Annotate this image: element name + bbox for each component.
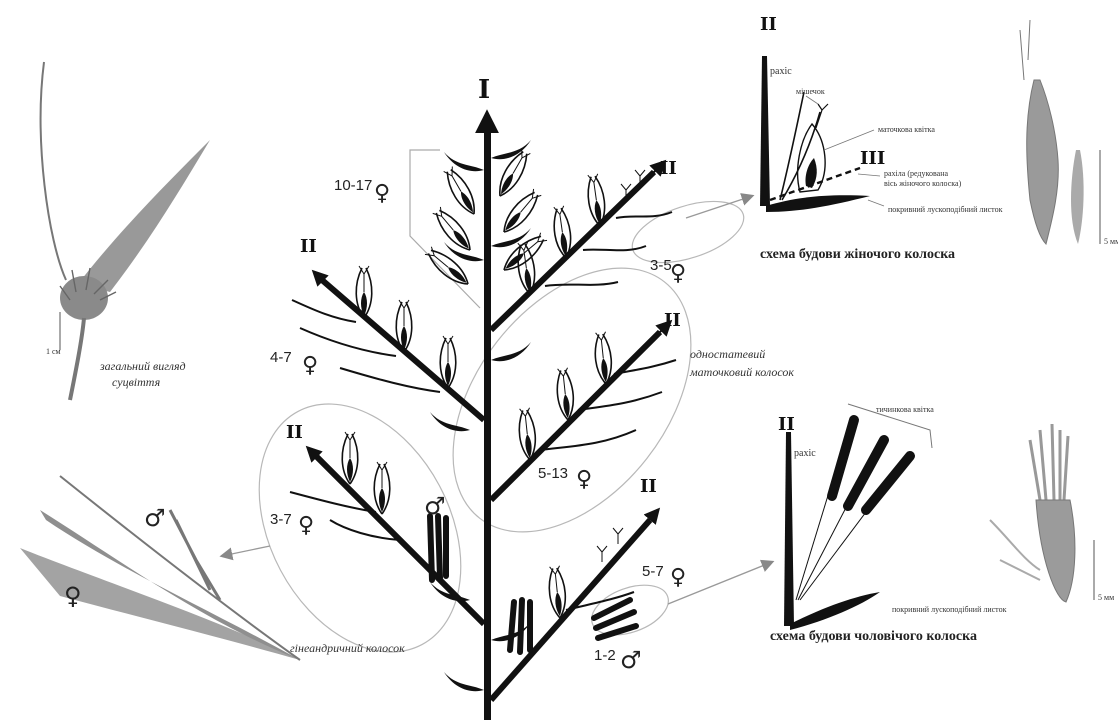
count-left: 4-7 xyxy=(270,349,292,366)
main-axis-label: I xyxy=(478,75,490,105)
male-spikelet-photo: 5 мм xyxy=(990,424,1114,602)
lower-right-axis-label: II xyxy=(640,476,657,497)
female-symbol-lower-left: ♀ xyxy=(298,513,314,538)
gynandric-label: гінеандричний колосок xyxy=(290,641,405,655)
count-lower-right: 5-7 xyxy=(642,563,664,580)
left-axis-label: II xyxy=(300,236,317,257)
female-bract-label: покривний лускоподібний листок xyxy=(888,205,1003,214)
male-symbol-photo: ♂ xyxy=(144,504,166,532)
male-bract-label: покривний лускоподібний листок xyxy=(892,605,1007,614)
general-view-label-1: загальний вигляд xyxy=(99,359,186,373)
upper-right-axis-label: II xyxy=(660,158,677,179)
one-sex-label-1: одностатевий xyxy=(690,347,765,361)
count-bottom: 1-2 xyxy=(594,647,616,664)
branch-upper-right xyxy=(491,162,672,330)
inflorescence-photo: 1 см xyxy=(41,62,210,400)
stamen-flower-label: тичинкова квітка xyxy=(876,405,934,414)
female-scheme-caption: схема будови жіночого колоска xyxy=(760,247,955,262)
rachilla-label-1: рахіла (редукована xyxy=(884,169,948,178)
branch-left xyxy=(292,266,484,431)
female-symbol-photo: ♀ xyxy=(64,582,82,610)
male-axis-label: II xyxy=(778,414,795,435)
male-scheme-caption: схема будови чоловічого колоска xyxy=(770,629,977,644)
female-symbol-center: ♀ xyxy=(576,467,592,492)
center-axis-label: II xyxy=(664,310,681,331)
svg-text:5 мм: 5 мм xyxy=(1098,593,1114,602)
female-symbol-top: ♀ xyxy=(374,181,390,206)
count-top: 10-17 xyxy=(334,177,372,194)
count-upper-right: 3-5 xyxy=(650,257,672,274)
lower-left-axis-label: II xyxy=(286,422,303,443)
female-symbol-upper-right: ♀ xyxy=(670,261,686,286)
general-view-label-2: суцвіття xyxy=(112,375,161,389)
svg-text:1 см: 1 см xyxy=(46,347,61,356)
ovary-sac-label: мішечок xyxy=(796,87,825,96)
male-symbol-lower-left: ♂ xyxy=(424,492,446,520)
rachis-label: рахіс xyxy=(770,66,792,77)
female-symbol-lower-right: ♀ xyxy=(670,565,686,590)
female-spikelet-scheme: II рахіс мішечок маточкова квітка III ра… xyxy=(760,14,1003,262)
female-symbol-left: ♀ xyxy=(302,353,318,378)
female-spikelet-photo: 5 мм xyxy=(1020,20,1118,246)
svg-text:5 мм: 5 мм xyxy=(1104,237,1118,246)
tertiary-axis-label: III xyxy=(860,148,885,169)
male-rachis-label: рахіс xyxy=(794,448,816,459)
rachilla-label-2: вісь жіночого колоска) xyxy=(884,179,962,188)
count-lower-left: 3-7 xyxy=(270,511,292,528)
count-center: 5-13 xyxy=(538,465,568,482)
female-axis-label: II xyxy=(760,14,777,35)
one-sex-label-2: маточковий колосок xyxy=(689,365,794,379)
branch-lower-left xyxy=(290,432,484,624)
pistil-flower-label: маточкова квітка xyxy=(878,125,935,134)
male-symbol-bottom: ♂ xyxy=(620,646,642,674)
male-spikelet-scheme: II рахіс тичинкова квітка покривний луск… xyxy=(770,404,1007,644)
